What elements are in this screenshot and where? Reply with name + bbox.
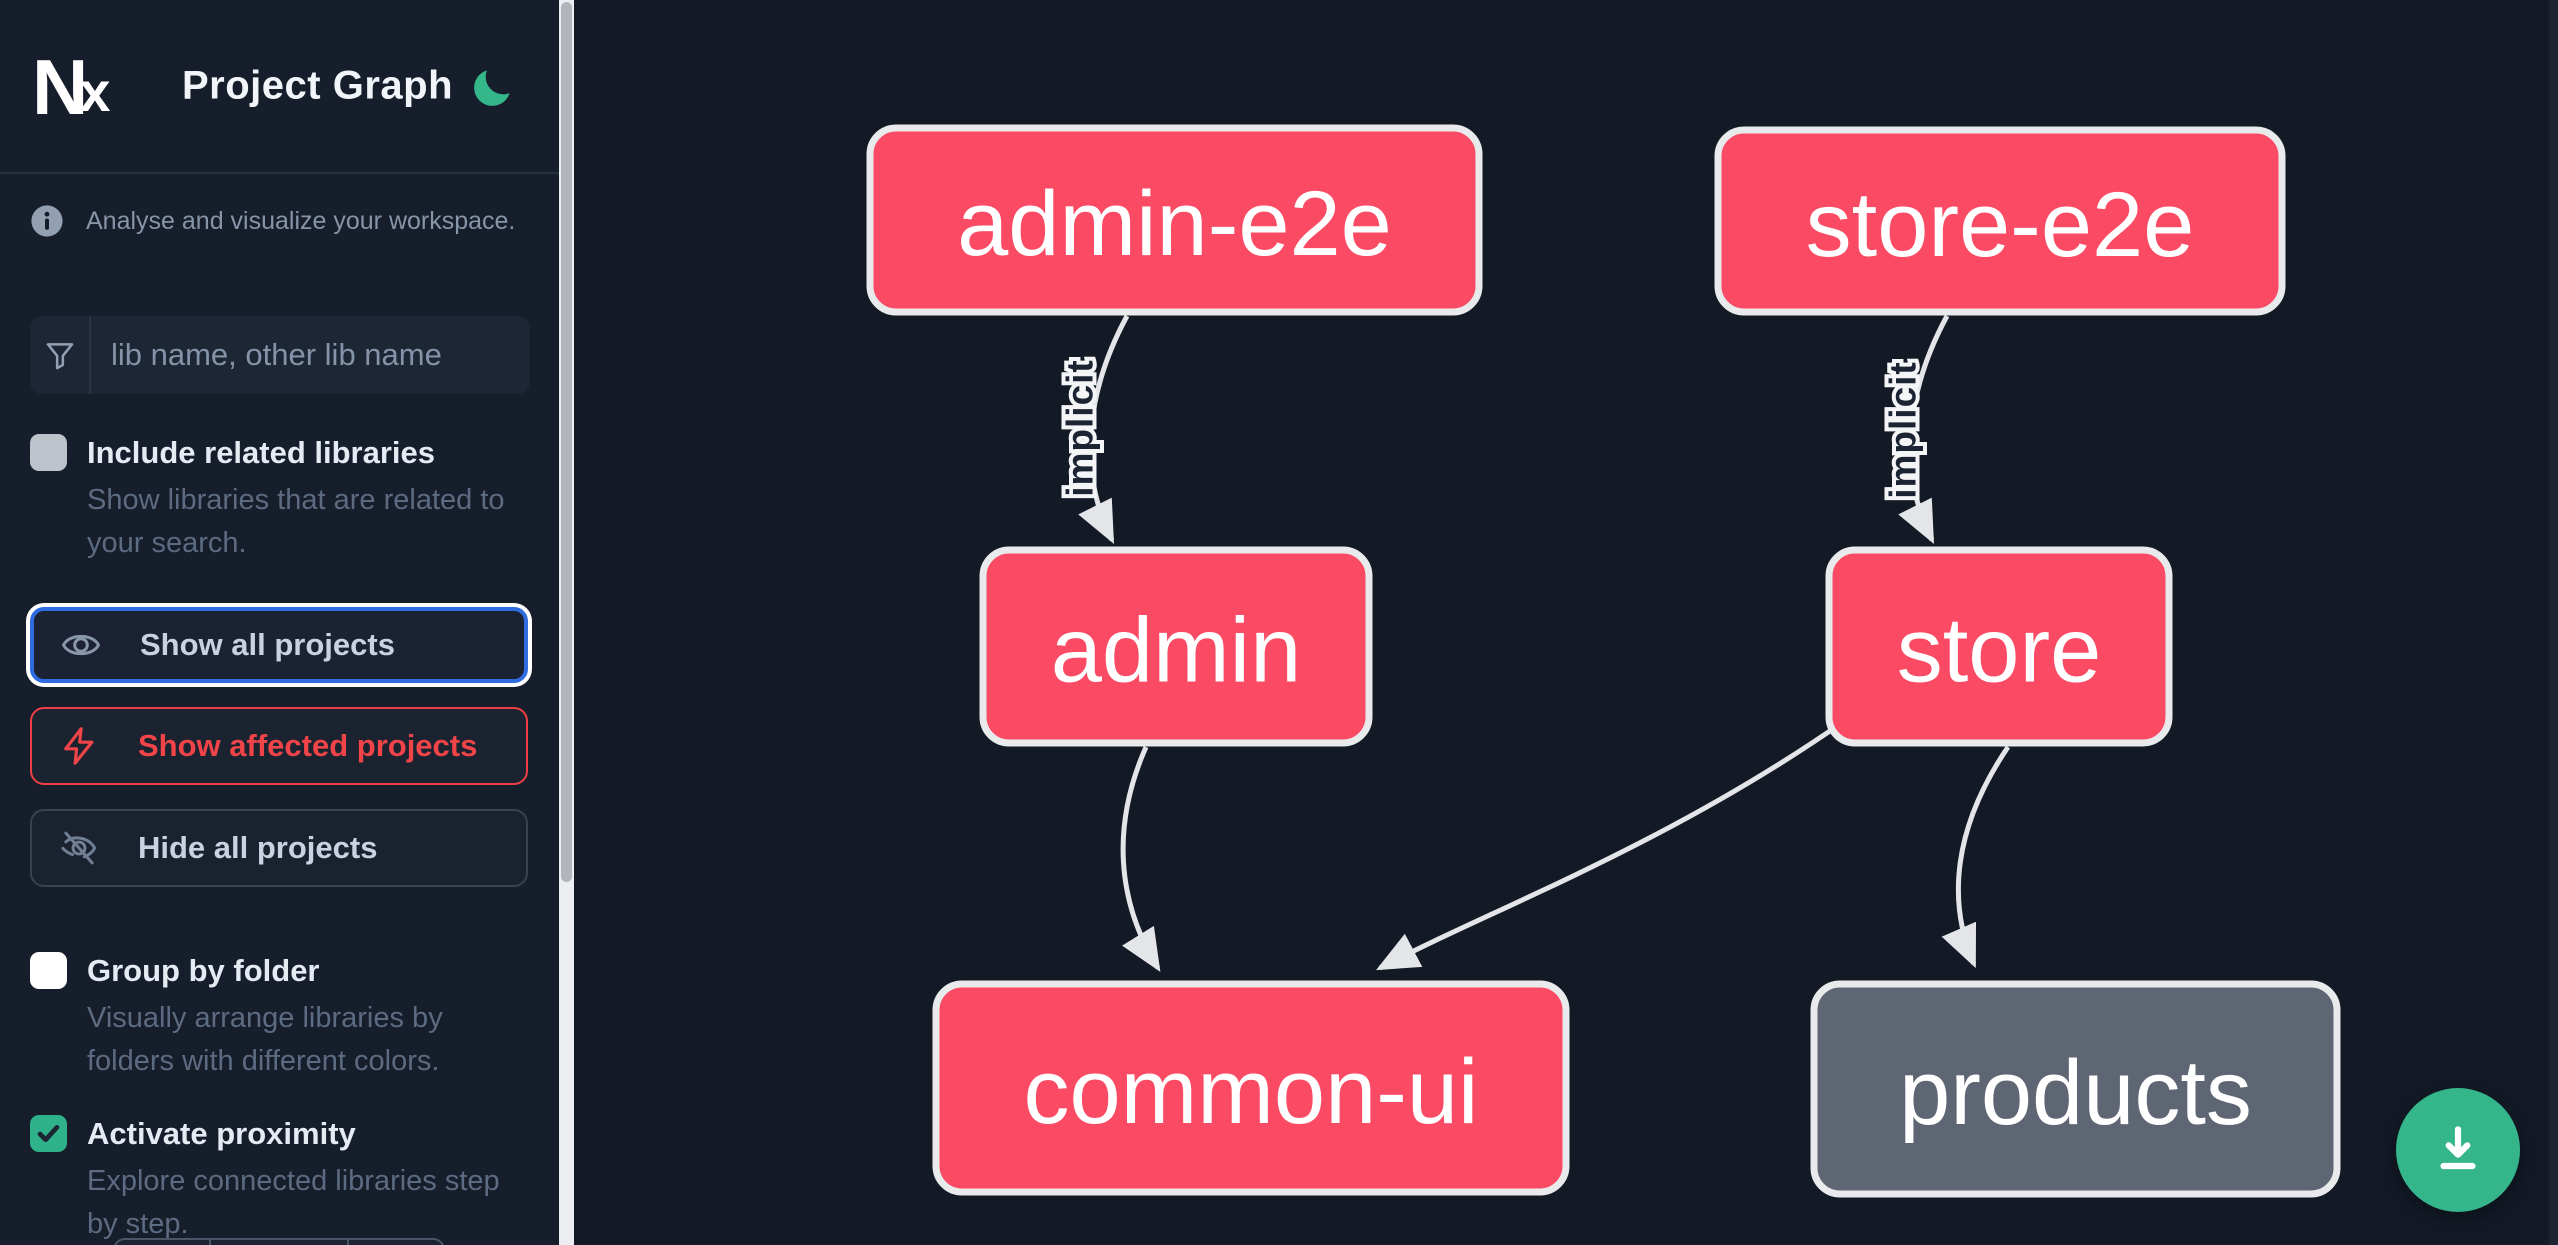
include-related-row: Include related libraries Show libraries… (30, 432, 505, 565)
tagline-text: Analyse and visualize your workspace. (86, 206, 516, 235)
checkmark-icon (37, 1124, 60, 1143)
graph-edge-admin-e2e-to-admin[interactable] (1078, 314, 1130, 545)
graph-edge-store-e2e-to-store[interactable] (1898, 314, 1950, 545)
canvas-right-gutter (2549, 0, 2558, 1245)
show-affected-projects-button[interactable]: Show affected projects (30, 707, 528, 785)
graph-node-label: admin-e2e (957, 173, 1392, 275)
download-image-button[interactable] (2396, 1088, 2520, 1212)
graph-edge-admin-to-common-ui[interactable] (1120, 745, 1161, 972)
show-affected-projects-label: Show affected projects (138, 728, 478, 763)
dark-mode-moon-icon[interactable] (470, 66, 514, 110)
graph-node-store-e2e[interactable]: store-e2e (1714, 126, 2286, 316)
edge-label-implicit: implicit (1060, 359, 1101, 497)
graph-node-common-ui[interactable]: common-ui (932, 980, 1570, 1196)
funnel-icon (46, 343, 73, 370)
eye-off-icon (61, 831, 97, 865)
show-all-projects-button[interactable]: Show all projects (30, 607, 528, 683)
include-related-label: Include related libraries (87, 435, 436, 470)
group-by-folder-description: Visually arrange libraries by folders wi… (87, 1002, 443, 1077)
graph-node-admin-e2e[interactable]: admin-e2e (866, 124, 1483, 316)
nx-logo-n: N (32, 43, 88, 131)
include-related-checkbox[interactable] (30, 434, 67, 471)
graph-edge-store-to-common-ui[interactable] (1376, 719, 1845, 971)
include-related-description: Show libraries that are related to your … (87, 484, 505, 559)
group-by-folder-row: Group by folder Visually arrange librari… (30, 950, 443, 1083)
filter-input[interactable] (91, 316, 530, 394)
hide-all-projects-button[interactable]: Hide all projects (30, 809, 528, 887)
info-icon (31, 205, 63, 237)
tagline-row: Analyse and visualize your workspace. (30, 204, 515, 238)
graph-node-label: store-e2e (1806, 174, 2195, 276)
graph-node-label: store (1897, 600, 2102, 702)
activate-proximity-row: Activate proximity Explore connected lib… (30, 1113, 500, 1245)
stepper-decrement[interactable] (115, 1240, 211, 1245)
filter-input-group (30, 316, 530, 394)
graph-node-admin[interactable]: admin (979, 546, 1373, 747)
sidebar-scrollbar-thumb[interactable] (561, 2, 572, 882)
bolt-icon (64, 727, 94, 765)
graph-edge-store-to-products[interactable] (1941, 745, 2011, 969)
graph-node-store[interactable]: store (1825, 546, 2173, 747)
activate-proximity-description: Explore connected libraries step by step… (87, 1165, 500, 1240)
graph-node-products[interactable]: products (1810, 980, 2341, 1198)
graph-node-label: common-ui (1023, 1041, 1478, 1143)
eye-icon (61, 634, 101, 656)
show-all-projects-label: Show all projects (140, 627, 395, 662)
group-by-folder-checkbox[interactable] (30, 952, 67, 989)
hide-all-projects-label: Hide all projects (138, 830, 378, 865)
sidebar-scrollbar[interactable] (559, 0, 574, 1245)
activate-proximity-checkbox[interactable] (30, 1115, 67, 1152)
group-by-folder-label: Group by folder (87, 953, 320, 988)
download-icon (2440, 1126, 2476, 1170)
page-title: Project Graph (182, 63, 454, 108)
activate-proximity-label: Activate proximity (87, 1116, 356, 1151)
stepper-value (211, 1240, 350, 1245)
nx-logo-x: x (79, 60, 110, 123)
graph-node-label: admin (1051, 600, 1302, 702)
stepper-increment[interactable] (349, 1240, 443, 1245)
graph-node-label: products (1899, 1042, 2252, 1144)
edge-label-implicit: implicit (1883, 361, 1924, 499)
filter-funnel-cell (30, 316, 91, 394)
proximity-depth-stepper[interactable] (113, 1238, 445, 1245)
